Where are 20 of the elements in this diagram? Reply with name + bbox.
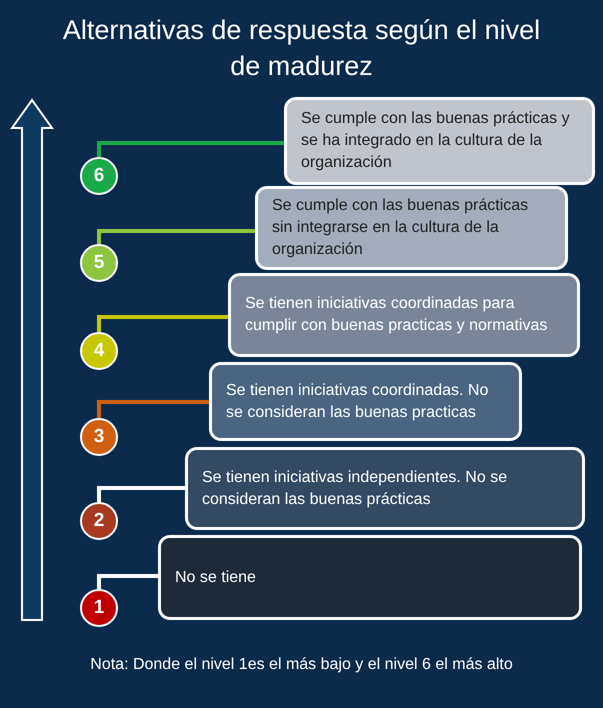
level-number-circle: 1 [80, 589, 118, 627]
level-description-box: Se cumple con las buenas prácticas y se ha integrado en la cultura de la organización [284, 97, 595, 185]
level-description-box: Se tienen iniciativas independientes. No se consideran las buenas prácticas [185, 447, 585, 530]
level-description-box: Se tienen iniciativas coordinadas. No se consideran las buenas practicas [209, 362, 522, 441]
leader-line [97, 486, 185, 502]
level-number-circle: 3 [80, 418, 118, 456]
note-text: Nota: Donde el nivel 1es el más bajo y el nivel 6 el más alto [89, 656, 514, 674]
level-number-circle: 2 [80, 502, 118, 540]
level-number-circle: 4 [80, 332, 118, 370]
leader-line [97, 574, 158, 589]
leader-line [97, 315, 228, 332]
level-description-box: No se tiene [158, 535, 582, 620]
level-number-circle: 5 [80, 244, 118, 282]
level-number-circle: 6 [80, 157, 118, 195]
title: Alternativas de respuesta según el nivel de madurez [62, 14, 542, 83]
leader-line [97, 400, 209, 418]
level-description-box: Se cumple con las buenas prácticas sin integrarse en la cultura de la organización [255, 186, 568, 270]
leader-line [97, 141, 284, 157]
level-description-box: Se tienen iniciativas coordinadas para cumplir con buenas practicas y normativas [228, 273, 580, 357]
leader-line [97, 229, 255, 244]
